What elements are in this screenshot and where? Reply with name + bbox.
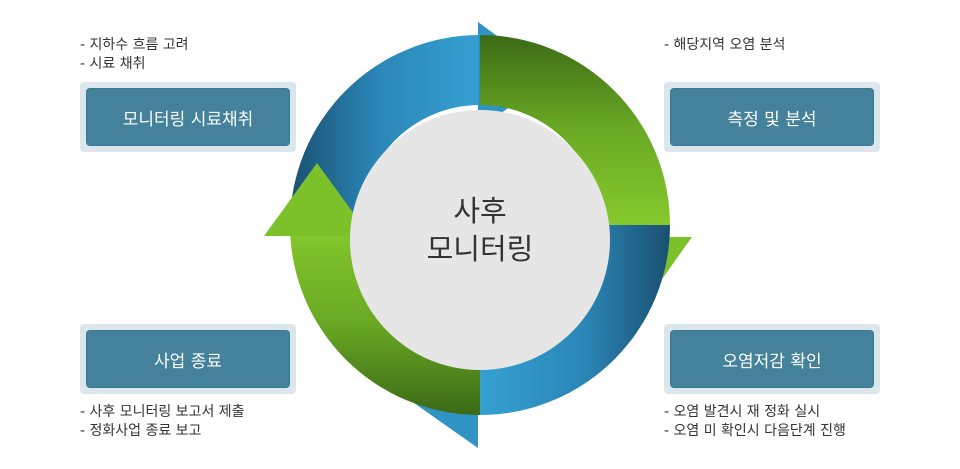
notes-top-left: - 지하수 흐름 고려 - 시료 채취 [80,36,189,74]
step-frame-bottom-right: 오염저감 확인 [664,324,880,394]
step-project-end: 사업 종료 [86,330,290,388]
note-top-left-2: - 시료 채취 [80,56,146,72]
step-monitoring-sampling: 모니터링 시료채취 [86,88,290,146]
note-top-left-1: - 지하수 흐름 고려 [80,37,189,53]
center-title-line2: 모니터링 [426,232,534,266]
note-bottom-right-1: - 오염 발견시 재 정화 실시 [664,404,821,420]
step-contamination-check: 오염저감 확인 [670,330,874,388]
step-measure-analyze: 측정 및 분석 [670,88,874,146]
notes-bottom-right: - 오염 발견시 재 정화 실시 - 오염 미 확인시 다음단계 진행 [664,403,846,441]
center-circle [350,110,610,370]
step-frame-bottom-left: 사업 종료 [80,324,296,394]
note-bottom-right-2: - 오염 미 확인시 다음단계 진행 [664,423,846,439]
step-frame-top-left: 모니터링 시료채취 [80,82,296,152]
notes-top-right: - 해당지역 오염 분석 [664,36,785,55]
center-title-line1: 사후 [453,194,507,228]
note-top-right-1: - 해당지역 오염 분석 [664,37,786,53]
step-frame-top-right: 측정 및 분석 [664,82,880,152]
note-bottom-left-1: - 사후 모니터링 보고서 제출 [80,404,245,420]
note-bottom-left-2: - 정화사업 종료 보고 [80,423,202,439]
notes-bottom-left: - 사후 모니터링 보고서 제출 - 정화사업 종료 보고 [80,403,245,441]
